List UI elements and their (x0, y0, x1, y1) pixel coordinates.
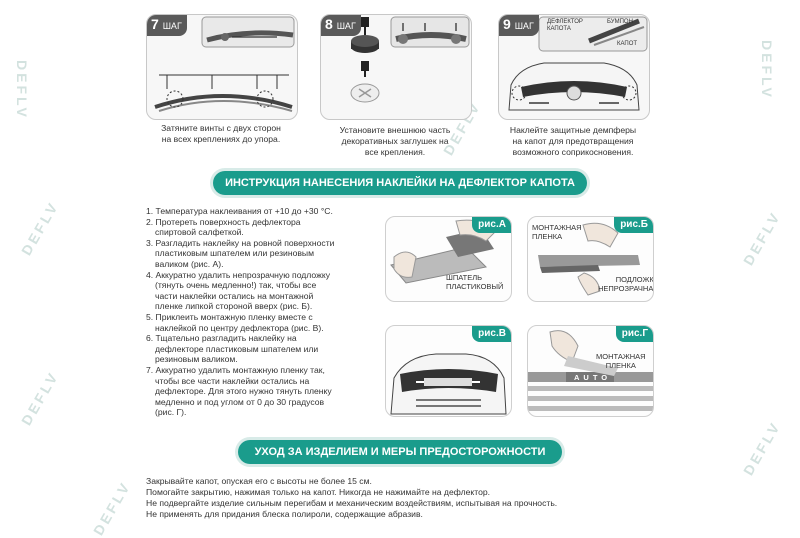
figure-b: рис.Б МОНТАЖНАЯ ПЛЕНКА ПОДЛОЖКА НЕПРОЗРА… (527, 216, 654, 302)
watermark-left: DEFLV (14, 60, 30, 120)
figure-a: рис.А ШПАТЕЛЬ ПЛАСТИКОВЫЙ (385, 216, 512, 302)
list-item: (рис. Г). (155, 407, 187, 418)
watermark-right-2: DEFLV (740, 208, 784, 268)
list-item: 2. Протереть поверхность дефлектора (146, 216, 301, 227)
watermark-right: DEFLV (759, 40, 775, 100)
step-8-badge: 8 ШАГ (321, 15, 361, 36)
watermark-bottom: DEFLV (90, 478, 134, 538)
mounting-film-label: МОНТАЖНАЯ ПЛЕНКА (532, 223, 582, 241)
auto-sticker-text: AUTO (574, 373, 612, 382)
list-item: чтобы все части наклейки остались на (155, 375, 310, 386)
figure-b-tag: рис.Б (614, 217, 653, 233)
figure-v-tag: рис.В (472, 326, 511, 342)
figure-g: рис.Г МОНТАЖНАЯ ПЛЕНКА AUTO (527, 325, 654, 417)
care-text: Закрывайте капот, опуская его с высоты н… (146, 476, 557, 520)
list-item: 1. Температура наклеивания от +10 до +30… (146, 206, 333, 216)
step-7-illustration (154, 16, 295, 112)
list-item: дефлекторе. Для этого нужно тянуть пленк… (155, 386, 332, 397)
deflector-label: ДЕФЛЕКТОР КАПОТА (547, 19, 583, 32)
backing-label: ПОДЛОЖКА НЕПРОЗРАЧНАЯ (598, 275, 654, 293)
figure-v-illustration (390, 353, 507, 415)
watermark-left-2: DEFLV (18, 198, 62, 258)
figure-v: рис.В (385, 325, 512, 417)
figure-b-illustration (538, 222, 640, 296)
figure-a-tag: рис.А (472, 217, 511, 233)
step-9-illustration (508, 16, 648, 111)
list-item: дефлекторе пластиковым шпателем или (155, 343, 319, 354)
watermark-right-3: DEFLV (740, 418, 784, 478)
list-item: части наклейки остались на монтажной (155, 290, 314, 301)
list-item: 6. Тщательно разгладить наклейку на (146, 333, 297, 344)
list-item: наклейкой по центру дефлектора (рис. В). (155, 322, 324, 333)
step-8-illustration (350, 16, 470, 103)
list-item: 4. Аккуратно удалить непрозрачную подлож… (146, 269, 331, 280)
care-line: Закрывайте капот, опуская его с высоты н… (146, 476, 372, 486)
list-item: 3. Разгладить наклейку на ровной поверхн… (146, 237, 335, 248)
list-item: 7. Аккуратно удалить монтажную пленку та… (146, 364, 325, 375)
list-item: медленно и под углом от 0 до 30 градусов (155, 396, 325, 407)
step-7-panel: 7 ШАГ (146, 14, 298, 120)
step-8-panel: 8 ШАГ (320, 14, 472, 120)
list-item: валиком (рис. А). (155, 258, 224, 269)
step-9-badge: 9 ШАГ (499, 15, 539, 36)
figure-g-tag: рис.Г (615, 326, 653, 342)
list-item: спиртовой салфеткой. (155, 227, 244, 238)
step-9-panel: ДЕФЛЕКТОР КАПОТА БУМПОН КАПОТ 9 ШАГ (498, 14, 650, 120)
list-item: пленке липкой стороной вверх (рис. Б). (155, 301, 313, 312)
bumper-label: БУМПОН (607, 19, 633, 25)
list-item: резиновым валиком. (155, 354, 238, 365)
list-item: 5. Приклеить монтажную пленку вместе с (146, 311, 313, 322)
step-7-badge: 7 ШАГ (147, 15, 187, 36)
list-item: пластиковым шпателем или резиновым (155, 248, 315, 259)
hood-label: КАПОТ (617, 41, 638, 47)
figure-g-illustration (528, 330, 653, 411)
instruction-banner: ИНСТРУКЦИЯ НАНЕСЕНИЯ НАКЛЕЙКИ НА ДЕФЛЕКТ… (213, 171, 587, 195)
care-line: Не подвергайте изделие сильным перегибам… (146, 498, 558, 508)
instruction-list: 1. Температура наклеивания от +10 до +30… (146, 206, 376, 418)
care-line: Не применять для придания блеска полирол… (146, 509, 423, 519)
mounting-film-label-g: МОНТАЖНАЯ ПЛЕНКА (596, 352, 646, 370)
list-item: (тянуть очень медленно!) так, чтобы все (155, 280, 317, 291)
watermark-left-3: DEFLV (18, 368, 62, 428)
care-line: Помогайте закрытию, нажимая только на ка… (146, 487, 491, 497)
spatula-label: ШПАТЕЛЬ ПЛАСТИКОВЫЙ (446, 273, 504, 291)
care-banner: УХОД ЗА ИЗДЕЛИЕМ И МЕРЫ ПРЕДОСТОРОЖНОСТИ (238, 440, 562, 464)
